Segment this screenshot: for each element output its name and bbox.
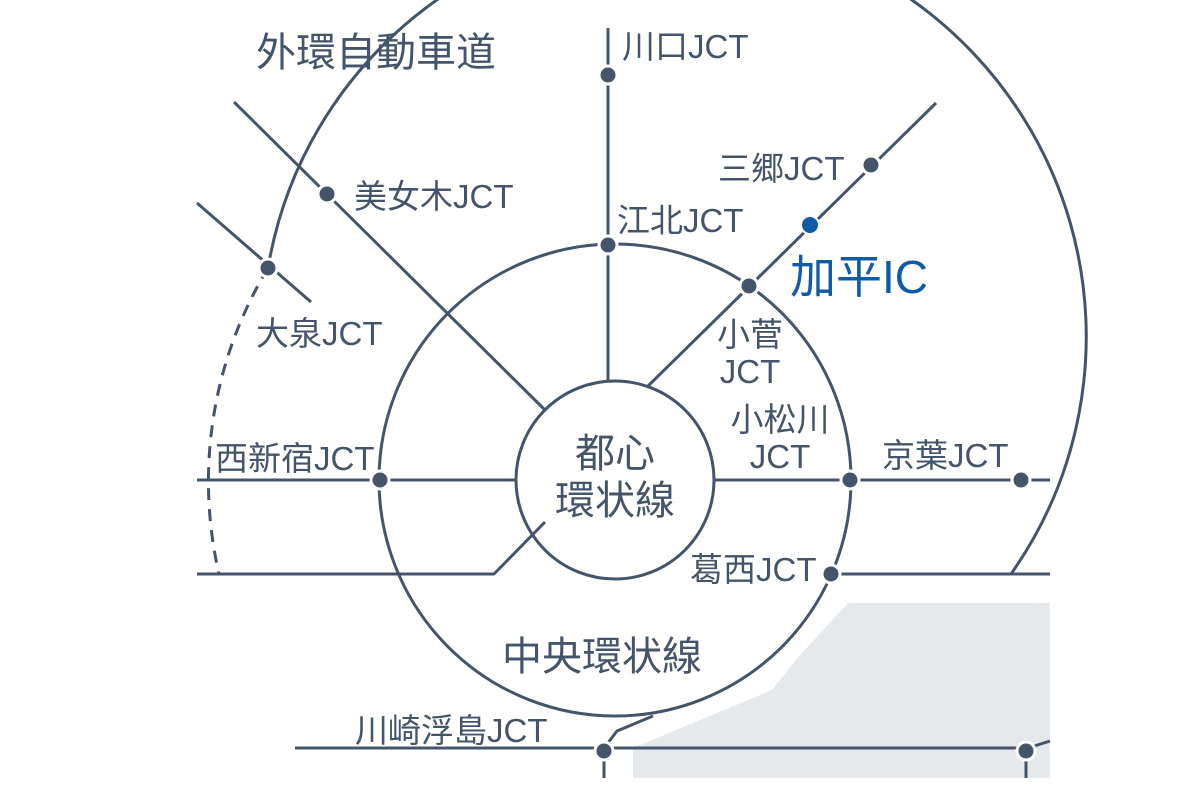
bijogi-jct-label: 美女木JCT: [354, 178, 514, 215]
kawasaki-jct-label: 川崎浮島JCT: [355, 712, 548, 749]
kawasaki-jct-node[interactable]: [593, 740, 615, 762]
kawaguchi-jct-node[interactable]: [597, 64, 619, 86]
nishishinjuku-jct-label: 西新宿JCT: [215, 440, 375, 477]
keiyo-jct-node[interactable]: [1010, 469, 1032, 491]
bijogi-route: [232, 100, 547, 412]
keiyo-jct-label: 京葉JCT: [882, 437, 1009, 474]
kohoku-jct-label: 江北JCT: [617, 202, 744, 239]
kawaguchi-jct-label: 川口JCT: [622, 28, 749, 65]
nishishinjuku-jct-node[interactable]: [369, 469, 391, 491]
gaikan-expressway-line: [266, 0, 1088, 575]
kosuge-jct-label-line1: 小菅: [717, 316, 783, 353]
komatsugawa-jct-node[interactable]: [839, 469, 861, 491]
kahei-ic-node[interactable]: [800, 215, 820, 235]
kasai-jct-label: 葛西JCT: [690, 551, 817, 588]
misato-jct-label: 三郷JCT: [718, 150, 845, 187]
bay-connector-route: [602, 714, 654, 778]
kosuge-jct-node[interactable]: [738, 275, 760, 297]
komatsugawa-jct-label-line1: 小松川: [731, 401, 830, 438]
wangan-east-node[interactable]: [1015, 740, 1037, 762]
komatsugawa-jct-label-line2: JCT: [750, 438, 811, 475]
gaikan-planned-section: [207, 267, 270, 575]
kosuge-jct-label-line2: JCT: [720, 353, 781, 390]
southwest-route: [197, 520, 547, 576]
oizumi-jct-label: 大泉JCT: [256, 315, 383, 352]
gaikan-label: 外環自動車道: [256, 31, 496, 75]
kahei-ic-label: 加平IC: [790, 251, 928, 303]
kasai-jct-node[interactable]: [820, 563, 842, 585]
tokyo-bay-area: [633, 603, 1050, 778]
oizumi-jct-node[interactable]: [257, 257, 279, 279]
bijogi-jct-node[interactable]: [316, 183, 338, 205]
misato-route: [646, 101, 938, 388]
misato-jct-node[interactable]: [860, 154, 882, 176]
central-circular-label: 中央環状線: [502, 635, 702, 679]
oizumi-route: [196, 201, 312, 304]
inner-circular-label-line1: 都心: [575, 432, 655, 476]
kohoku-jct-node[interactable]: [597, 234, 619, 256]
inner-circular-label-line2: 環状線: [555, 479, 675, 523]
